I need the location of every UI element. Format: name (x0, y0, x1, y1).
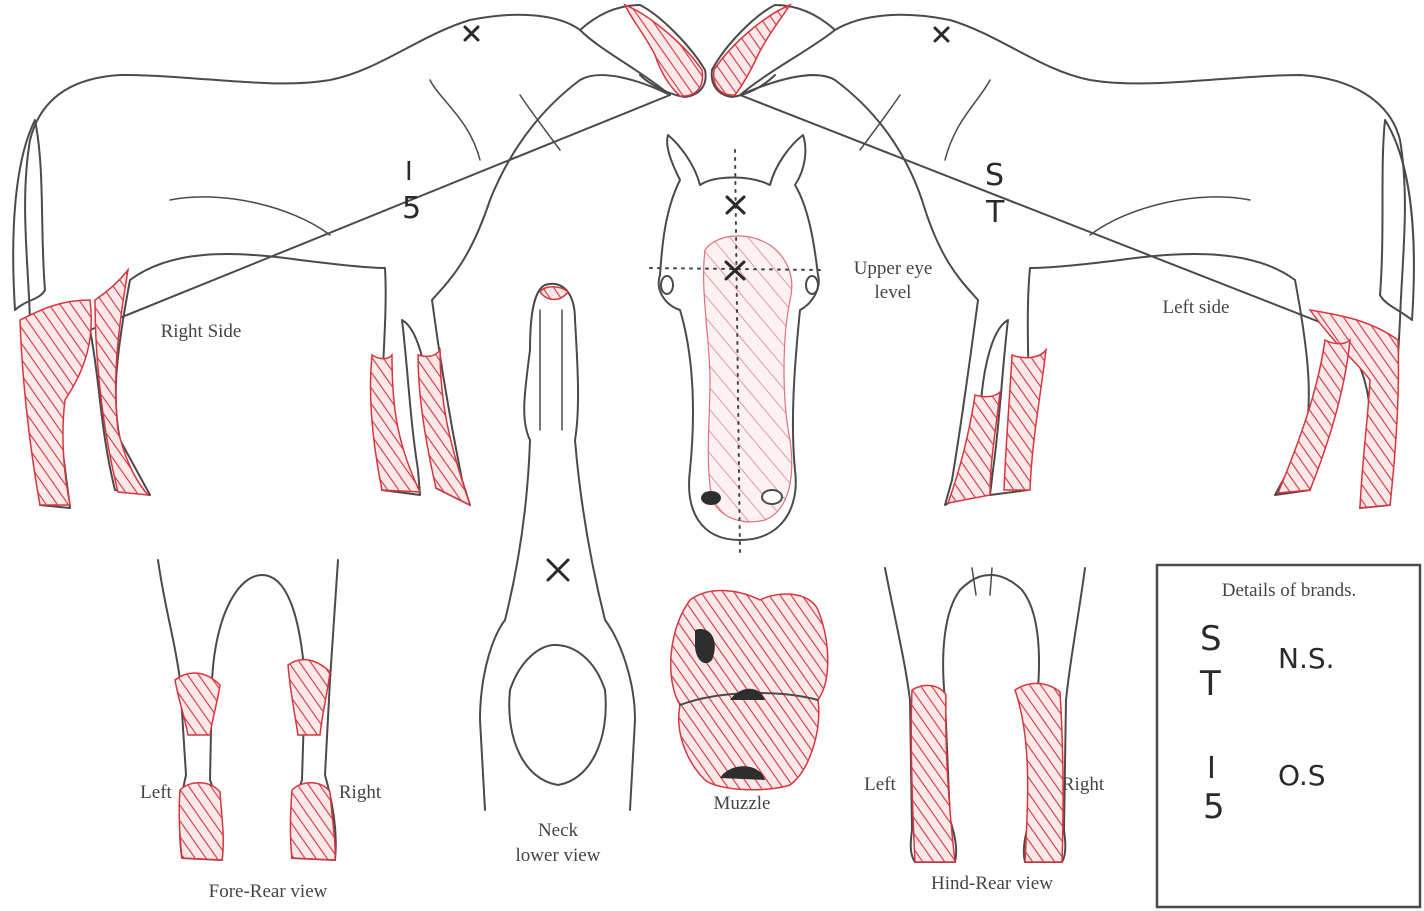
upper-eye-level-label-2: level (875, 282, 912, 303)
hind-left-label: Left (864, 774, 896, 795)
neck-cross (548, 560, 568, 580)
neck-lower-view (480, 284, 635, 810)
brands-details-box: Details of brands. S T N.S. I 5 O.S (1157, 565, 1420, 907)
left-eye (661, 276, 673, 294)
hind-rear-view-label: Hind-Rear view (931, 873, 1053, 894)
brand1-location: N.S. (1278, 642, 1335, 675)
right-side-horse-contour-2 (430, 80, 480, 160)
right-nostril (762, 490, 782, 504)
right-side-label: Right Side (161, 321, 242, 342)
left-side-hind-leg-marking-2 (1278, 340, 1350, 493)
upper-eye-level-label-1: Upper eye (854, 258, 933, 279)
right-side-brand-bottom: 5 (402, 191, 421, 226)
left-side-horse: S T (712, 5, 1414, 508)
fore-left-leg-marking-upper (175, 673, 220, 735)
right-side-horse-contour-1 (170, 197, 330, 235)
muzzle-view (671, 591, 828, 790)
brand2-location: O.S (1278, 759, 1326, 792)
right-eye (806, 276, 818, 294)
right-side-horse: I 5 (13, 5, 705, 508)
neck-outline (480, 284, 635, 810)
hind-tail-line-2 (990, 568, 992, 595)
left-side-whorl-cross (935, 28, 948, 41)
hind-right-label: Right (1062, 774, 1105, 795)
neck-chin-marking (540, 287, 568, 300)
right-side-horse-body-outline (25, 15, 670, 508)
left-side-horse-contour-1 (1090, 197, 1250, 235)
chest-outline (509, 645, 606, 785)
hind-right-leg-marking (1015, 683, 1063, 862)
fore-right-leg-marking-lower (291, 783, 336, 860)
left-side-fore-leg-marking-2 (1004, 350, 1046, 490)
right-side-hind-leg-marking-1 (20, 300, 91, 505)
left-side-horse-tail (1380, 120, 1414, 320)
right-side-hind-leg-marking-2 (95, 270, 148, 495)
fore-rear-view-label: Fore-Rear view (209, 881, 328, 902)
fore-right-label: Right (339, 782, 382, 803)
fore-left-leg-marking-lower (179, 783, 223, 860)
muzzle-label: Muzzle (714, 793, 771, 814)
right-side-fore-leg-marking-2 (418, 350, 470, 505)
head-front-view (650, 135, 820, 555)
neck-label-1: Neck (538, 820, 579, 841)
neck-label-2: lower view (516, 845, 601, 866)
fore-left-label: Left (140, 782, 172, 803)
right-side-brand-top: I (405, 157, 413, 187)
brand1-symbol-top: S (1200, 619, 1222, 659)
hind-tail-line-1 (972, 568, 976, 595)
right-side-whorl-cross (465, 27, 478, 40)
left-side-brand-top: S (985, 158, 1004, 193)
left-side-fore-leg-marking-1 (948, 392, 1000, 503)
brands-box-title: Details of brands. (1222, 580, 1357, 601)
fore-right-leg-marking-upper (288, 660, 330, 735)
left-nostril (701, 491, 721, 505)
left-side-brand-bottom: T (985, 195, 1005, 230)
head-blaze-marking (704, 236, 792, 522)
brands-box-frame (1157, 565, 1420, 907)
fore-rear-view (158, 560, 338, 860)
left-side-horse-contour-2 (945, 80, 990, 160)
left-side-label: Left side (1162, 297, 1229, 318)
brand2-symbol-bottom: 5 (1203, 787, 1225, 827)
brand2-symbol-top: I (1207, 751, 1216, 786)
brand1-symbol-bottom: T (1199, 664, 1221, 704)
hind-rear-view (885, 568, 1085, 862)
